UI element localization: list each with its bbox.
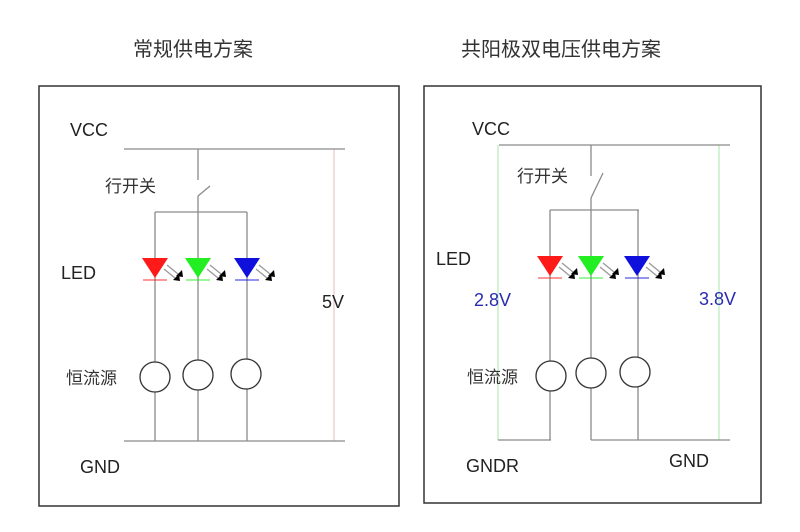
light-ray: [255, 268, 268, 279]
led-triangle: [578, 256, 604, 276]
voltage-2v8-label: 2.8V: [474, 290, 511, 310]
current-source-label: 恒流源: [66, 369, 117, 389]
row-switch: [197, 185, 211, 197]
light-ray: [602, 262, 615, 273]
row-switch: [590, 172, 604, 199]
led-blue: [624, 256, 665, 279]
led-label: LED: [61, 263, 96, 283]
led-triangle: [142, 258, 168, 278]
light-arrow-head-icon: [658, 268, 665, 275]
title-standard-supply: 常规供电方案: [133, 37, 253, 61]
left-circuit: VCC 行开关 LED 5V 恒流源 GND: [38, 85, 400, 507]
light-ray: [166, 264, 179, 275]
vcc-label: VCC: [70, 120, 108, 140]
led-red: [142, 258, 183, 281]
light-ray: [561, 262, 574, 273]
light-ray: [163, 268, 176, 279]
right-circuit: VCC 行开关 LED 2.8V 3.8V 恒流源 GNDR GND: [423, 85, 762, 504]
led-triangle: [624, 256, 650, 276]
light-arrow-head-icon: [176, 270, 183, 277]
switch-label: 行开关: [517, 167, 568, 187]
light-ray: [645, 266, 658, 277]
light-ray: [648, 262, 661, 273]
light-ray: [206, 268, 219, 279]
led-triangle: [234, 258, 260, 278]
light-arrow-head-icon: [219, 270, 226, 277]
current-source-red: [139, 361, 171, 393]
light-ray: [599, 266, 612, 277]
led-green: [578, 256, 619, 279]
voltage-3v8-label: 3.8V: [699, 289, 736, 309]
light-ray: [558, 266, 571, 277]
light-ray: [258, 264, 271, 275]
current-source-red: [535, 360, 567, 392]
light-arrow-head-icon: [571, 268, 578, 275]
switch-label: 行开关: [105, 177, 156, 197]
led-red: [537, 256, 578, 279]
current-source-label: 恒流源: [467, 368, 518, 388]
title-common-anode-dual-voltage: 共阳极双电压供电方案: [461, 37, 661, 61]
gnd-label: GND: [80, 457, 120, 477]
current-source-green: [182, 359, 214, 391]
current-source-green: [575, 357, 607, 389]
light-ray: [209, 264, 222, 275]
led-triangle: [537, 256, 563, 276]
led-blue: [234, 258, 275, 281]
led-label: LED: [436, 249, 471, 269]
current-source-blue: [230, 358, 262, 390]
voltage-5v-label: 5V: [322, 292, 344, 312]
current-source-blue: [619, 356, 651, 388]
vcc-label: VCC: [472, 119, 510, 139]
light-arrow-head-icon: [268, 270, 275, 277]
gnd-label: GND: [669, 451, 709, 471]
left-frame: [38, 85, 400, 507]
gndr-label: GNDR: [466, 456, 519, 476]
led-triangle: [185, 258, 211, 278]
right-frame: [423, 85, 762, 504]
light-arrow-head-icon: [612, 268, 619, 275]
led-green: [185, 258, 226, 281]
